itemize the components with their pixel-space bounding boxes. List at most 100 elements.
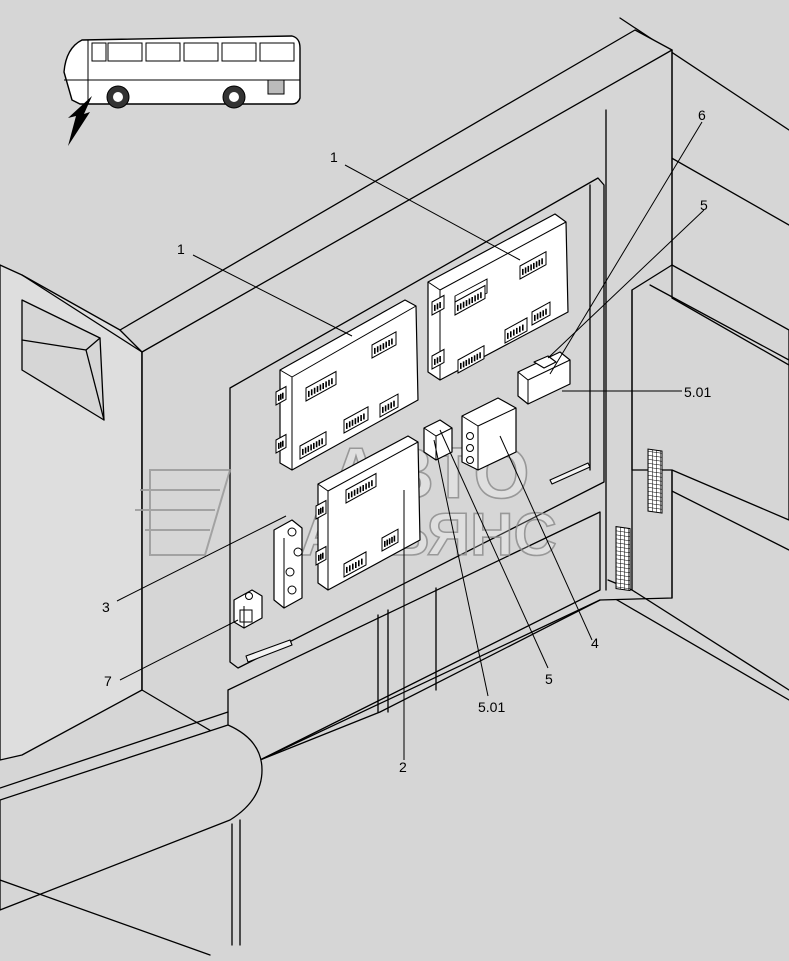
leader-lines — [116, 121, 705, 760]
connector-pin — [516, 327, 518, 334]
control-unit-lower — [317, 435, 421, 591]
connector-pin — [322, 552, 324, 559]
connector-pin — [363, 413, 365, 420]
connector-pin — [304, 447, 307, 454]
connector-pin — [353, 489, 356, 496]
connector-pin — [282, 392, 284, 399]
connector-pin — [542, 310, 544, 317]
connector-pin — [460, 362, 462, 369]
callout-5-lower: 5 — [545, 671, 553, 687]
connector-pin — [545, 308, 547, 315]
connector-pin — [308, 390, 310, 397]
connector-pin — [524, 267, 527, 274]
connector-pin — [468, 358, 470, 365]
callout-2: 2 — [399, 759, 407, 775]
connector-pin — [307, 445, 310, 452]
connector-pin — [320, 553, 322, 560]
connector-pin — [436, 357, 439, 364]
connector-pin — [480, 292, 482, 299]
callout-6: 6 — [698, 107, 706, 123]
connector-pin — [477, 293, 479, 300]
connector-pin — [374, 347, 376, 354]
connector-pin — [507, 332, 509, 339]
callout-7: 7 — [104, 673, 112, 689]
connector-group — [275, 250, 551, 578]
callout-labels: 1 1 6 5 5.01 3 7 2 5.01 5 4 — [102, 107, 711, 775]
connector-pin — [462, 361, 465, 368]
connector-pin — [468, 298, 471, 305]
connector-pin — [316, 386, 319, 393]
connector-pin — [351, 419, 354, 426]
connector-pin — [320, 507, 322, 514]
connector-pin — [388, 538, 391, 545]
connector-pin — [474, 295, 476, 302]
connector-pin — [471, 297, 473, 303]
connector-pin — [325, 381, 327, 388]
callout-3: 3 — [102, 599, 110, 615]
connector-pin — [391, 338, 393, 345]
connector-pin — [473, 355, 476, 362]
connector-pin — [331, 378, 333, 385]
connector-pin — [358, 560, 360, 567]
connector-pin — [462, 301, 465, 308]
left-wall — [0, 264, 143, 761]
connector-pin — [365, 483, 367, 490]
connector-pin — [318, 508, 320, 515]
vent-grille-lower — [615, 526, 631, 592]
connector-pin — [319, 384, 322, 391]
connector-pin — [357, 416, 359, 423]
connector-pin — [434, 358, 436, 365]
connector-pin — [384, 540, 386, 547]
connector-pin — [359, 486, 362, 493]
callout-5-01-right: 5.01 — [684, 384, 711, 400]
connector-pin — [439, 356, 441, 362]
connector-pin — [368, 481, 370, 488]
connector-pin — [535, 261, 538, 268]
connector-pin — [541, 258, 543, 265]
connector-pin — [391, 536, 393, 543]
connector-pin — [352, 563, 354, 570]
connector-pin — [387, 403, 390, 410]
slot-lower-right — [549, 462, 591, 485]
connector-pin — [282, 440, 284, 447]
connector-pin — [393, 535, 396, 542]
connector-pin — [513, 329, 515, 336]
connector-pin — [310, 389, 313, 396]
connector-pin — [476, 353, 479, 360]
connector-pin — [322, 383, 324, 389]
connector-pin — [350, 491, 353, 498]
module-4 — [461, 397, 517, 471]
connector-pin — [384, 405, 387, 412]
right-cabinet — [605, 109, 789, 691]
terminal-block-3 — [273, 519, 303, 609]
vent-grille-upper — [647, 448, 663, 514]
relay-upper-right — [517, 351, 571, 405]
connector-pin — [522, 324, 524, 331]
callout-4: 4 — [591, 635, 599, 651]
connector-pin — [393, 400, 395, 407]
connector-pin — [533, 262, 535, 269]
slot-lower-left — [245, 639, 293, 663]
connector-pin — [321, 438, 323, 445]
connector-pin — [348, 492, 350, 499]
connector-pin — [534, 314, 536, 321]
connector-pin — [459, 303, 462, 310]
connector-pin — [280, 393, 282, 400]
connector-pin — [310, 444, 312, 451]
connector-pin — [346, 566, 348, 573]
connector-pin — [471, 356, 473, 363]
connector-pin — [354, 418, 357, 425]
connector-pin — [386, 539, 388, 546]
connector-pin — [278, 442, 280, 449]
callout-5-upper: 5 — [700, 197, 708, 213]
connector-pin — [302, 448, 304, 455]
connector-pin — [280, 441, 282, 448]
connector-pin — [361, 558, 363, 565]
connector-pin — [356, 488, 359, 495]
connector-pin — [388, 340, 390, 346]
connector-pin — [355, 562, 357, 568]
connector-pin — [465, 359, 468, 366]
connector-pin — [390, 402, 392, 409]
